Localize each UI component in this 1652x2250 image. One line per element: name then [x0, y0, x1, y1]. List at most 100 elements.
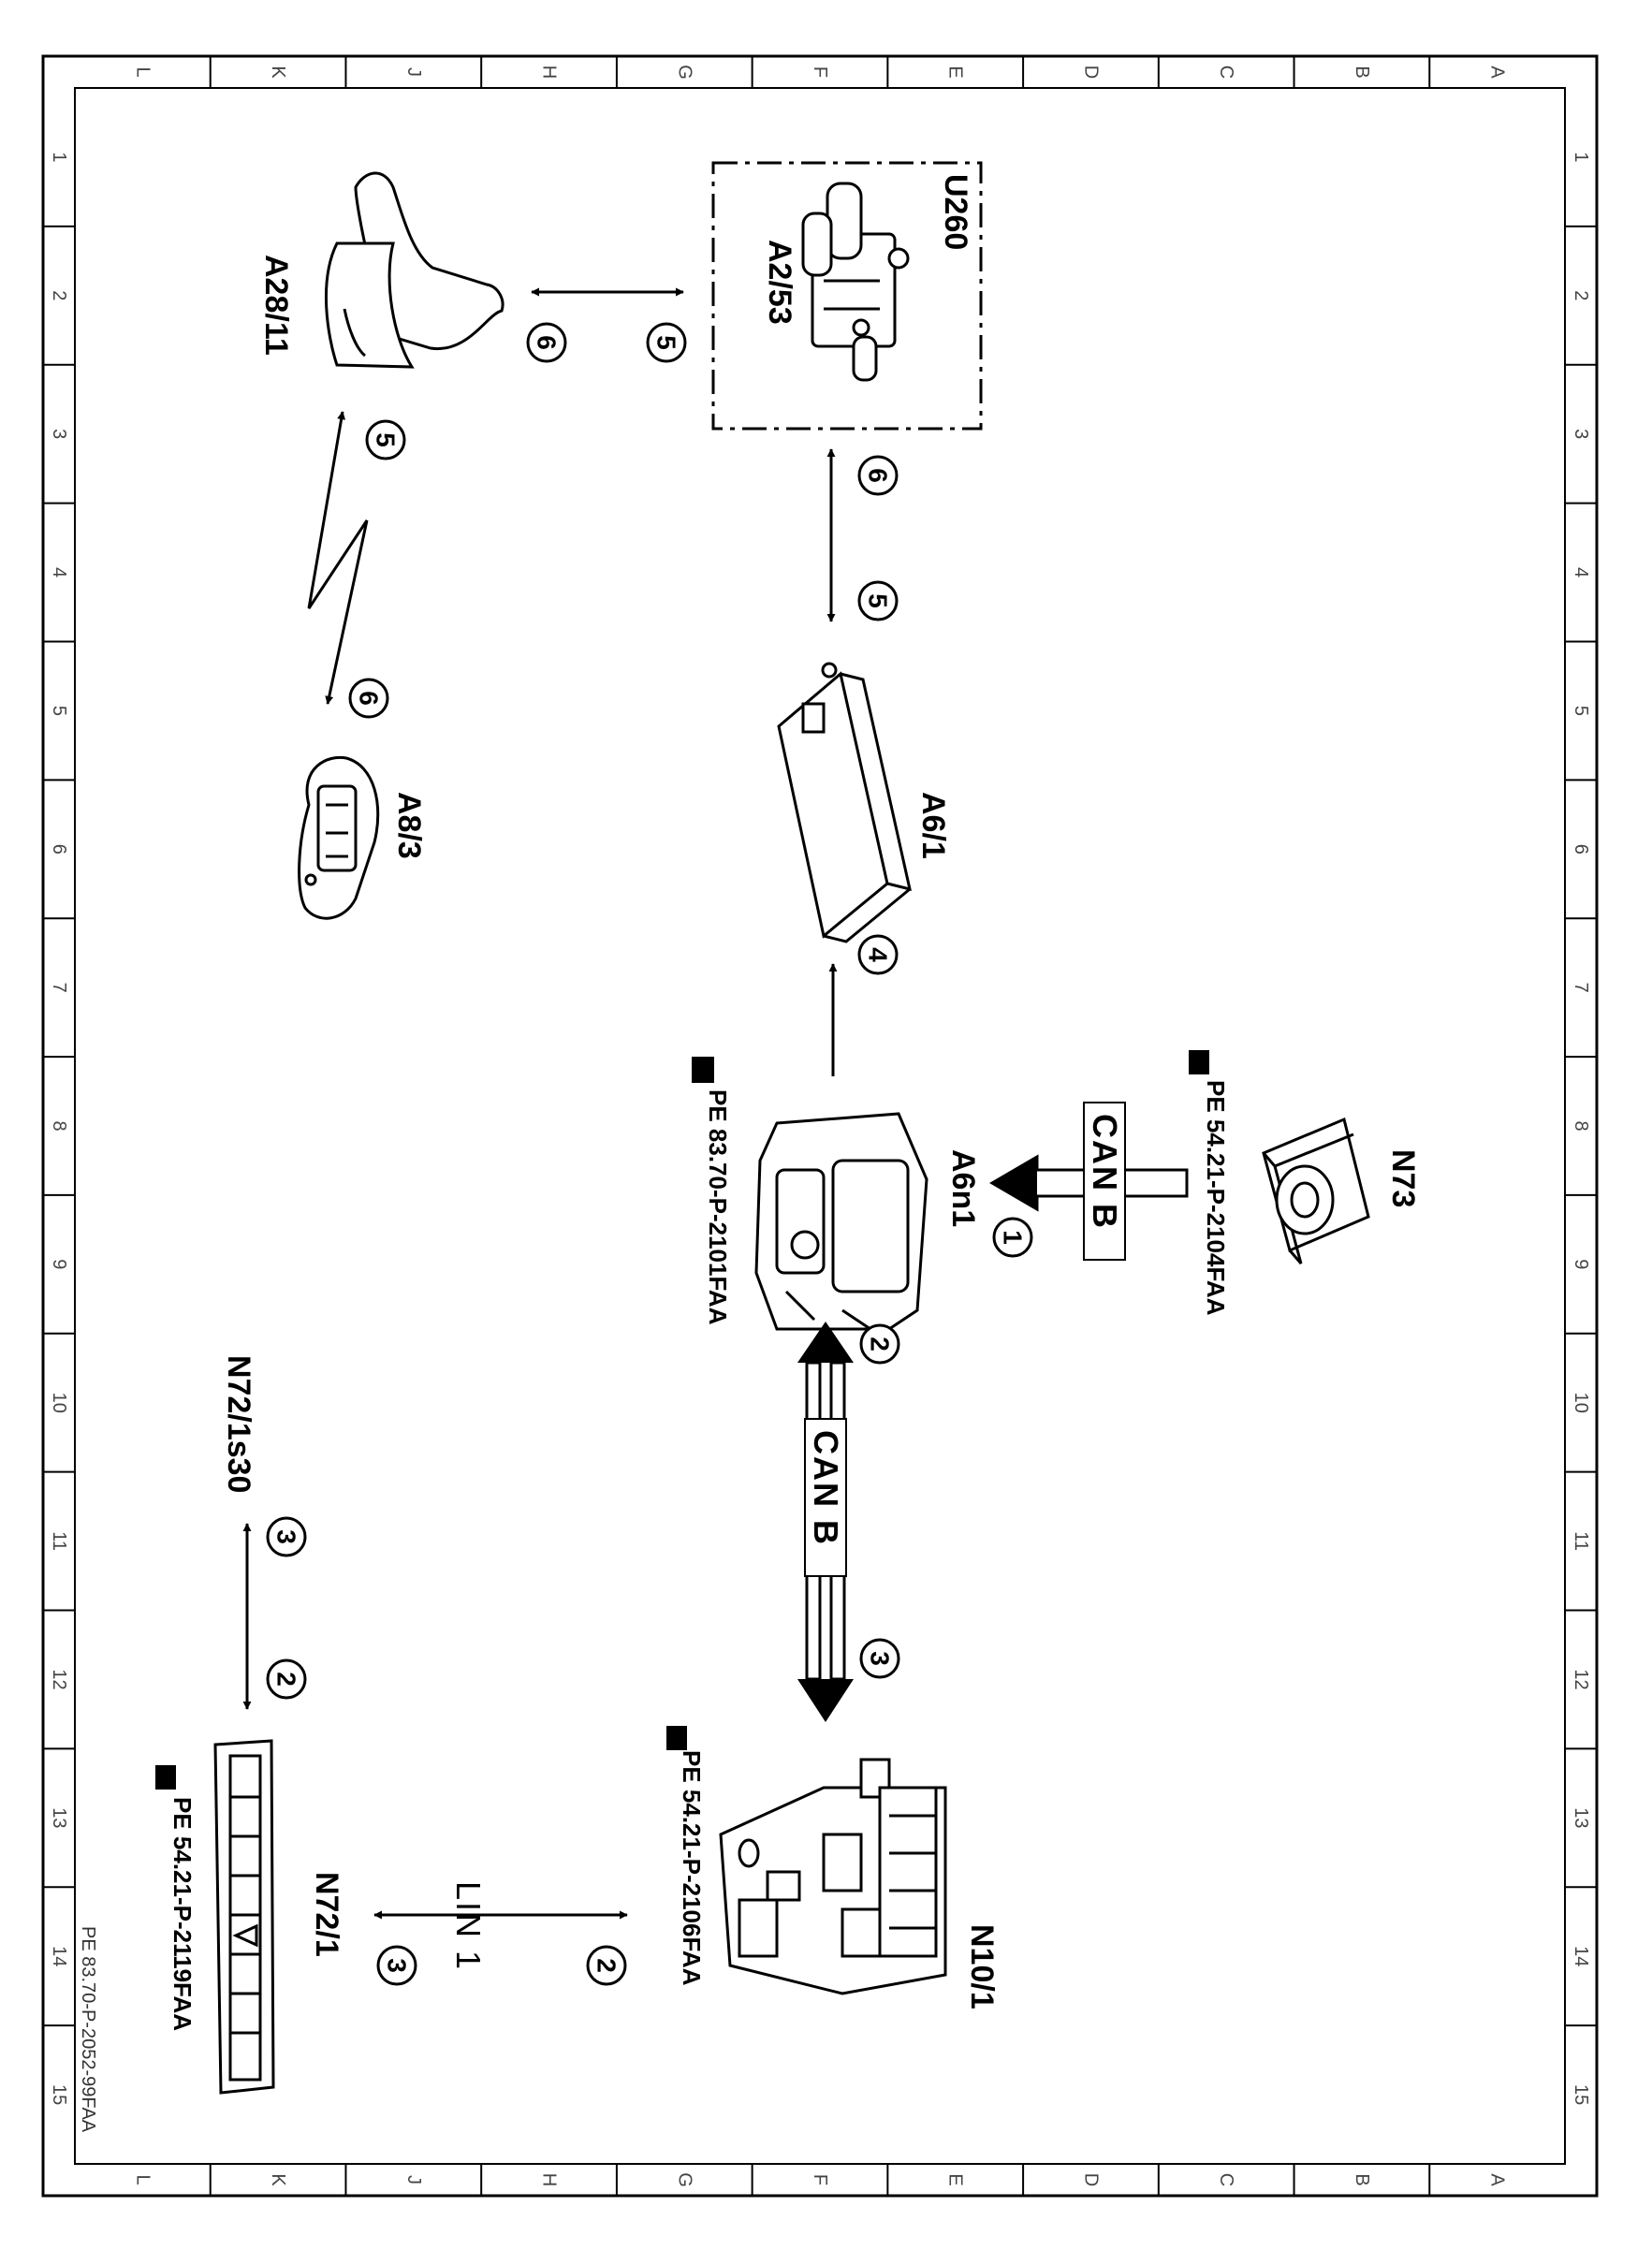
n73-ref-hand-icon	[1189, 1050, 1209, 1074]
a2-53-valve-icon	[801, 182, 910, 382]
grid-letter-bottom: D	[1080, 2173, 1101, 2186]
a6-1-label: A6/1	[915, 792, 951, 859]
a6n1-label: A6n1	[945, 1149, 981, 1227]
signal-circle: 5	[857, 580, 899, 621]
u260-label: U260	[938, 174, 973, 250]
grid-number-right: 13	[1571, 1807, 1591, 1828]
signal-circle: 4	[857, 934, 899, 975]
n10-1-module-icon	[719, 1758, 947, 1995]
grid-letter-top: E	[945, 66, 966, 78]
grid-number-right: 9	[1571, 1259, 1591, 1269]
grid-letter-bottom: C	[1216, 2173, 1236, 2186]
a28-11-label: A28/11	[258, 255, 294, 356]
grid-number-left: 1	[49, 152, 69, 162]
a8-3-key: A8/3	[298, 755, 427, 920]
grid-letter-top: L	[132, 66, 153, 77]
signal-circle: 3	[376, 1945, 417, 1986]
svg-text:5: 5	[864, 593, 893, 608]
drawing-number: PE 83.70-P-2052-99FAA	[78, 1926, 98, 2133]
grid-number-right: 7	[1571, 983, 1591, 993]
grid-number-left: 13	[49, 1807, 69, 1828]
can-b-upper-bus: CAN B	[989, 1102, 1189, 1261]
a28-11-antenna: A28/11	[258, 171, 504, 369]
svg-text:2: 2	[866, 1337, 895, 1351]
svg-text:2: 2	[272, 1672, 301, 1687]
grid-letter-bottom: A	[1487, 2173, 1508, 2186]
grid-letter-bottom: H	[539, 2173, 560, 2186]
grid-number-left: 7	[49, 983, 69, 993]
grid-number-left: 10	[49, 1393, 69, 1413]
grid-letter-top: C	[1216, 66, 1236, 79]
grid-letter-bottom: G	[674, 2172, 694, 2187]
signal-circle: 2	[859, 1323, 900, 1365]
signal-circle: 6	[348, 678, 389, 719]
svg-text:3: 3	[383, 1958, 412, 1973]
n73-ignition-switch: N73 PE 54.21-P-2104FAA	[1189, 1050, 1421, 1316]
grid-number-right: 8	[1571, 1120, 1591, 1131]
signal-circle: 5	[646, 322, 687, 363]
grid-number-left: 3	[49, 429, 69, 439]
signal-circle: 5	[365, 419, 406, 460]
grid-letter-bottom: L	[132, 2174, 153, 2184]
grid-letter-top: J	[403, 67, 424, 77]
signal-circle: 2	[586, 1945, 627, 1986]
a6n1-unit-icon	[754, 1112, 928, 1331]
signal-circle: 3	[859, 1638, 900, 1679]
grid-number-left: 9	[49, 1259, 69, 1269]
svg-text:3: 3	[866, 1651, 895, 1666]
can-b-lower-label: CAN B	[807, 1430, 845, 1546]
signal-circle: 6	[526, 322, 567, 363]
grid-letter-top: A	[1487, 66, 1508, 79]
grid-number-right: 2	[1571, 290, 1591, 300]
a6n1-ref-hand-icon	[692, 1057, 714, 1083]
grid-number-left: 2	[49, 290, 69, 300]
n10-1-sam: N10/1 PE 54.21-P-2106FAA	[666, 1726, 1000, 2009]
grid-letter-top: G	[674, 65, 694, 80]
n72-1-label: N72/1	[309, 1872, 344, 1957]
svg-text:6: 6	[533, 335, 562, 350]
grid-number-right: 4	[1571, 567, 1591, 577]
a6-1-module: A6/1	[777, 662, 951, 943]
signal-circle: 6	[857, 455, 899, 496]
n10-1-ref: PE 54.21-P-2106FAA	[678, 1750, 706, 1986]
n73-ref: PE 54.21-P-2104FAA	[1202, 1080, 1230, 1316]
a6n1-unit: A6n1 PE 83.70-P-2101FAA	[692, 1057, 981, 1331]
n72-1-ref: PE 54.21-P-2119FAA	[168, 1797, 197, 2031]
grid-number-right: 1	[1571, 152, 1591, 162]
n10-1-label: N10/1	[964, 1924, 1000, 2009]
grid-number-right: 14	[1571, 1946, 1591, 1966]
signal-circle: 1	[992, 1217, 1033, 1258]
a2-53-label: A2/53	[762, 240, 797, 325]
grid-number-right: 3	[1571, 429, 1591, 439]
can-b-upper-label: CAN B	[1086, 1114, 1124, 1230]
grid-letter-bottom: F	[810, 2174, 830, 2185]
grid-letter-top: B	[1352, 66, 1372, 78]
module-icon	[777, 662, 912, 943]
svg-text:6: 6	[355, 691, 384, 706]
grid-number-left: 11	[49, 1531, 69, 1551]
signal-circle: 2	[266, 1658, 307, 1700]
grid-number-left: 4	[49, 567, 69, 577]
a6n1-ref: PE 83.70-P-2101FAA	[704, 1089, 732, 1325]
n72-1s30-label: N72/1s30	[221, 1355, 256, 1493]
key-icon	[298, 755, 380, 920]
antenna-icon	[324, 171, 504, 369]
svg-text:1: 1	[999, 1230, 1028, 1245]
svg-text:5: 5	[372, 432, 401, 447]
grid-number-right: 12	[1571, 1669, 1591, 1689]
grid-number-right: 6	[1571, 844, 1591, 855]
grid-number-left: 15	[49, 2084, 69, 2105]
grid-number-right: 5	[1571, 706, 1591, 716]
svg-text:3: 3	[272, 1529, 301, 1544]
svg-text:2: 2	[592, 1958, 621, 1973]
n73-switch-icon	[1262, 1117, 1370, 1264]
can-b-lower-bus: CAN B	[797, 1322, 854, 1722]
n72-1-ref-hand-icon	[155, 1765, 176, 1790]
n72-1-button-strip-icon	[213, 1739, 275, 2095]
svg-text:6: 6	[864, 468, 893, 483]
grid-number-right: 10	[1571, 1393, 1591, 1413]
svg-text:5: 5	[652, 335, 681, 350]
n10-1-ref-hand-icon	[666, 1726, 687, 1750]
grid-number-right: 11	[1571, 1531, 1591, 1551]
